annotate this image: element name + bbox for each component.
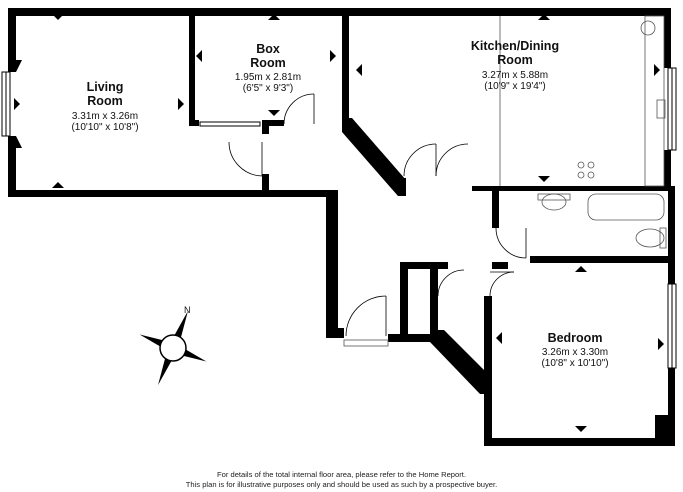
footer-note-1: For details of the total internal floor …: [216, 470, 467, 479]
compass-rose: N: [139, 305, 207, 386]
box-room-metric: 1.95m x 2.81m: [235, 72, 301, 83]
room-living: Living Room 3.31m x 3.26m (10'10" x 10'8…: [71, 80, 138, 133]
living-room-imperial: (10'10" x 10'8"): [71, 122, 138, 133]
living-room-title-2: Room: [87, 94, 122, 108]
walls: [8, 8, 675, 446]
fixtures: [343, 15, 667, 347]
bedroom-title: Bedroom: [548, 331, 603, 345]
kitchen-title-2: Room: [497, 53, 532, 67]
dimension-arrows: [14, 14, 664, 432]
kitchen-imperial: (10'9" x 19'4"): [484, 81, 546, 92]
room-kitchen: Kitchen/Dining Room 3.27m x 5.88m (10'9"…: [471, 39, 559, 92]
floor-plan: N Living Room 3.31m x 3.26m (10'10" x 10…: [1, 8, 677, 446]
room-box: Box Room 1.95m x 2.81m (6'5" x 9'3"): [235, 42, 301, 94]
doors: [228, 93, 527, 337]
footer-note-2: This plan is for illustrative purposes o…: [185, 480, 498, 489]
box-room-imperial: (6'5" x 9'3"): [243, 83, 293, 94]
room-bedroom: Bedroom 3.26m x 3.30m (10'8" x 10'10"): [541, 331, 608, 369]
box-room-title-1: Box: [256, 42, 280, 56]
windows: [1, 67, 677, 369]
kitchen-metric: 3.27m x 5.88m: [482, 70, 548, 81]
bedroom-metric: 3.26m x 3.30m: [542, 347, 608, 358]
kitchen-title-1: Kitchen/Dining: [471, 39, 559, 53]
living-room-title-1: Living: [87, 80, 124, 94]
box-room-title-2: Room: [250, 56, 285, 70]
bedroom-imperial: (10'8" x 10'10"): [541, 358, 608, 369]
living-room-metric: 3.31m x 3.26m: [72, 111, 138, 122]
compass-north-label: N: [184, 305, 191, 315]
